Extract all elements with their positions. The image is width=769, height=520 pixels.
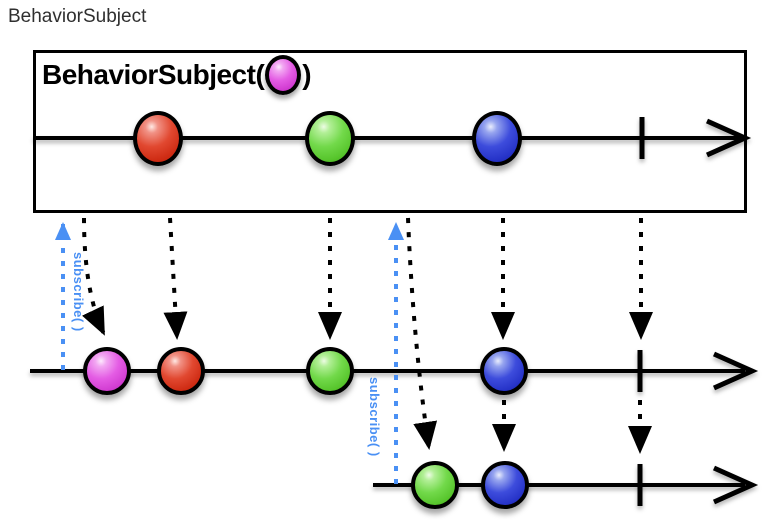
initial-value-marble (265, 55, 302, 95)
subscriber2-timeline-arrowhead-icon (712, 465, 759, 505)
marble-red-subscriber-1 (157, 347, 205, 395)
source-timeline-arrowhead-icon (705, 118, 752, 158)
marble-blue-subscriber-1 (480, 347, 528, 395)
marble-magenta-subscriber-1 (83, 347, 131, 395)
box-title-open-text: BehaviorSubject( (42, 59, 265, 90)
emit-arrow-red-to-sub1 (163, 217, 188, 340)
subscribe-label-2: subscribe( ) (367, 377, 382, 457)
marble-blue-subscriber-2 (481, 461, 529, 509)
marble-red-source (133, 110, 183, 166)
subject-box (33, 50, 747, 213)
page-heading: BehaviorSubject (8, 6, 147, 27)
box-title: BehaviorSubject( ) (42, 53, 312, 97)
emit-arrow-green-to-sub2 (406, 217, 438, 450)
marble-green-source (305, 110, 355, 166)
emit-arrow-initial-to-sub1 (81, 217, 106, 336)
subscribe-label-1: subscribe( ) (71, 252, 86, 332)
box-title-close-text: ) (302, 59, 312, 90)
marble-green-subscriber-2 (411, 461, 459, 509)
marble-blue-source (472, 110, 522, 166)
marble-green-subscriber-1 (306, 347, 354, 395)
subscriber1-timeline-arrowhead-icon (712, 351, 759, 391)
